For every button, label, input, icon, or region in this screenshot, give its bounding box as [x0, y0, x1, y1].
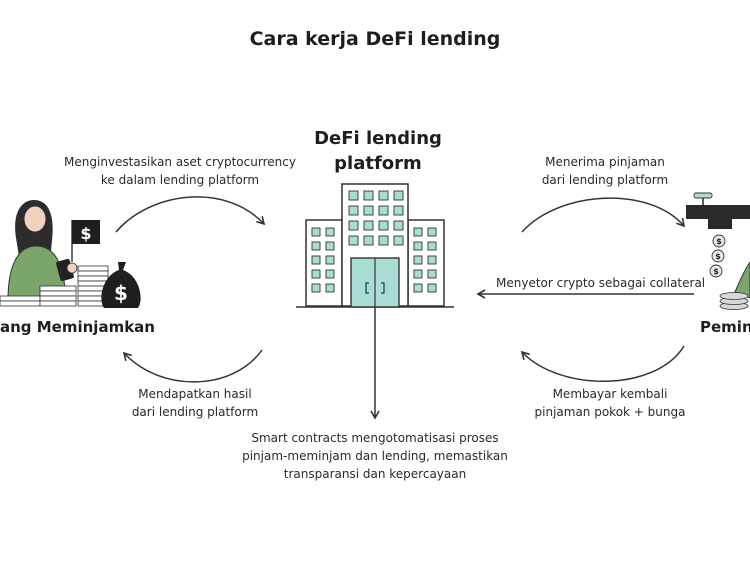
invest-flow-label: Menginvestasikan aset cryptocurrency ke …: [60, 153, 300, 189]
svg-text:$: $: [114, 281, 128, 305]
receive-arrow: [521, 197, 686, 233]
building-icon: [296, 183, 454, 308]
earn-flow-label: Mendapatkan hasil dari lending platform: [110, 385, 280, 421]
svg-text:$: $: [713, 267, 719, 276]
repay-line2: pinjaman pokok + bunga: [534, 405, 686, 419]
earn-line1: Mendapatkan hasil: [138, 387, 252, 401]
borrower-label: Pemin: [700, 318, 750, 336]
svg-text:$: $: [80, 224, 91, 243]
smart-contracts-line3: transparansi dan kepercayaan: [283, 467, 467, 481]
repay-arrow: [520, 345, 685, 383]
invest-line2: ke dalam lending platform: [100, 173, 260, 187]
smart-contracts-note: Smart contracts mengotomatisasi proses p…: [235, 429, 515, 483]
platform-title: DeFi lending platform: [268, 126, 488, 176]
collateral-flow-label: Menyetor crypto sebagai collateral: [496, 276, 706, 290]
lender-label: ang Meminjamkan: [0, 318, 155, 336]
receive-line2: dari lending platform: [541, 173, 669, 187]
platform-title-line1: DeFi lending: [314, 128, 442, 149]
receive-flow-label: Menerima pinjaman dari lending platform: [520, 153, 690, 189]
borrower-illustration: $ $ $: [686, 192, 750, 310]
platform-title-line2: platform: [334, 153, 422, 174]
svg-text:$: $: [716, 237, 722, 246]
repay-line1: Membayar kembali: [552, 387, 668, 401]
repay-flow-label: Membayar kembali pinjaman pokok + bunga: [520, 385, 700, 421]
earn-arrow: [122, 349, 263, 383]
page-title: Cara kerja DeFi lending: [249, 28, 501, 50]
invest-arrow: [115, 196, 266, 233]
smart-contracts-line1: Smart contracts mengotomatisasi proses: [251, 431, 499, 445]
receive-line1: Menerima pinjaman: [545, 155, 665, 169]
smart-contracts-line2: pinjam-meminjam dan lending, memastikan: [242, 449, 508, 463]
earn-line2: dari lending platform: [131, 405, 259, 419]
invest-line1: Menginvestasikan aset cryptocurrency: [64, 155, 296, 169]
lender-illustration: $ $: [0, 200, 141, 308]
svg-text:$: $: [715, 252, 721, 261]
